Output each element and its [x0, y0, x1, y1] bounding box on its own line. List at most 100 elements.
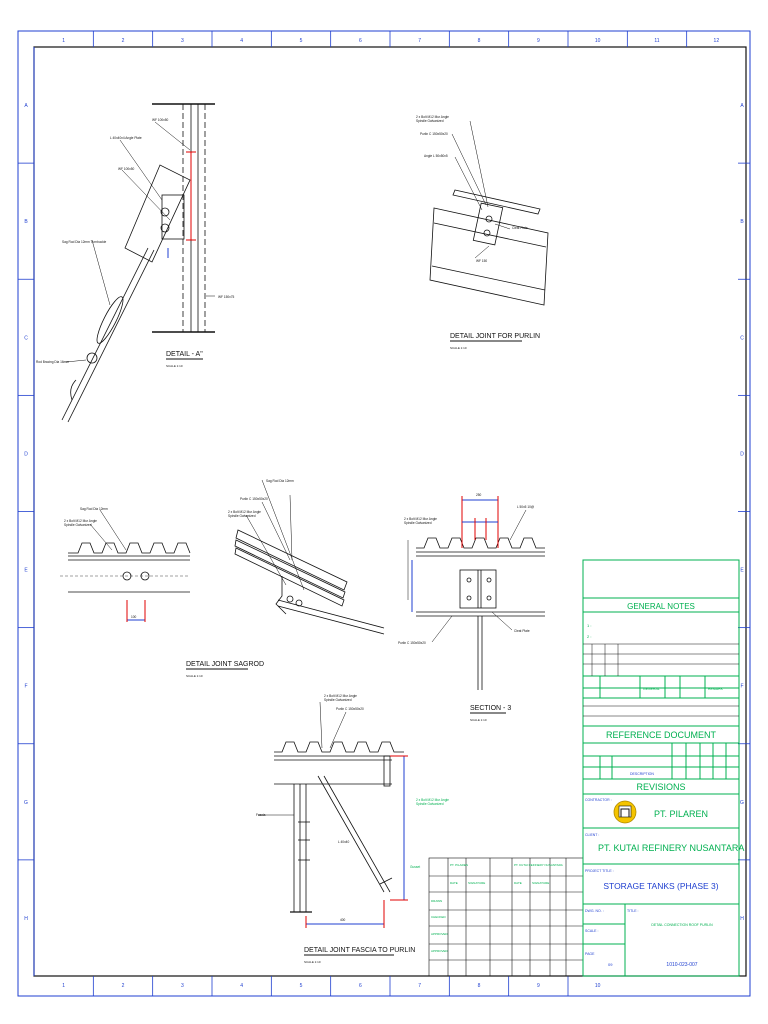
section-3-drawing — [407, 509, 545, 690]
svg-text:APPROVED: APPROVED — [431, 949, 449, 953]
svg-text:Purlin C 150x50x20: Purlin C 150x50x20 — [240, 497, 268, 501]
grid-row-right-H: H — [740, 916, 744, 922]
joint-purlin-notes: 2 x Bolt M12 Mur Angle Spindle Galvanize… — [416, 115, 528, 263]
page-label: PAGE — [585, 952, 595, 956]
grid-row-right-G: G — [740, 800, 744, 806]
joint-fascia-title: DETAIL JOINT FASCIA TO PURLIN — [304, 947, 415, 954]
svg-text:PT. PILAREN: PT. PILAREN — [450, 863, 468, 867]
grid-col-top-2: 2 — [122, 38, 125, 44]
svg-text:2 x Bolt M12 Mur Angle: 2 x Bolt M12 Mur Angle — [228, 510, 261, 514]
grid-col-top-3: 3 — [181, 38, 184, 44]
grid-col-bottom-6: 6 — [359, 983, 362, 989]
grid-col-top-6: 6 — [359, 38, 362, 44]
title-block-grid-lines — [583, 643, 739, 717]
grid-col-bottom-7: 7 — [418, 983, 421, 989]
joint-purlin-drawing — [429, 120, 549, 306]
grid-col-top-11: 11 — [654, 38, 659, 44]
svg-text:Spindle Galvanized: Spindle Galvanized — [228, 514, 256, 518]
svg-text:APPROVED: APPROVED — [431, 932, 449, 936]
grid-col-top-12: 12 — [714, 38, 720, 44]
svg-text:2 x Bolt M12 Mur Angle: 2 x Bolt M12 Mur Angle — [416, 798, 449, 802]
detail-a-scale: SCALE 1:10 — [166, 364, 183, 368]
joint-sagrod-label: DETAIL JOINT SAGROD SCALE 1:10 — [186, 661, 264, 678]
contractor-logo — [613, 800, 637, 824]
joint-fascia-notes: 2 x Bolt M12 Mur Angle Spindle Galvanize… — [256, 694, 364, 922]
svg-text:WF 150x75: WF 150x75 — [218, 295, 235, 299]
svg-text:DATE: DATE — [450, 881, 458, 885]
grid-col-bottom-8: 8 — [478, 983, 481, 989]
project-label: PROJECT TITLE : — [585, 869, 614, 873]
svg-text:100: 100 — [131, 615, 137, 619]
grid-col-top-9: 9 — [537, 38, 540, 44]
svg-text:Spindle Galvanized: Spindle Galvanized — [416, 802, 444, 806]
section-3-label: SECTION - 3 SCALE 1:10 — [470, 705, 511, 722]
svg-text:DRAWN: DRAWN — [431, 899, 442, 903]
sagrod-left-notes: Sag Rod Dia 12mm 2 x Bolt M12 Mur Angle … — [64, 507, 137, 619]
detail-a-label: DETAIL - A" SCALE 1:10 — [166, 351, 203, 368]
svg-text:Cleat Plate: Cleat Plate — [514, 629, 530, 633]
grid-col-top-8: 8 — [478, 38, 481, 44]
drawing-number: 1010-023-007 — [666, 962, 697, 968]
contractor-name: PT. PILAREN — [654, 809, 708, 819]
page-value: 09 — [608, 962, 613, 967]
scale-label: SCALE : — [585, 929, 598, 933]
svg-text:WF 150: WF 150 — [476, 259, 487, 263]
grid-col-bottom-3: 3 — [181, 983, 184, 989]
reference-document-heading: REFERENCE DOCUMENT — [606, 730, 717, 740]
note-2: 2 : — [587, 634, 591, 639]
svg-text:CHECKED: CHECKED — [431, 915, 447, 919]
approval-table — [428, 857, 584, 977]
joint-purlin-label: DETAIL JOINT FOR PURLIN SCALE 1:10 — [450, 333, 540, 350]
svg-text:Rod Bracing Dia 16mm: Rod Bracing Dia 16mm — [36, 360, 69, 364]
svg-text:Sag Rod Dia 12mm: Sag Rod Dia 12mm — [80, 507, 108, 511]
joint-purlin-title: DETAIL JOINT FOR PURLIN — [450, 333, 540, 340]
grid-col-top-4: 4 — [240, 38, 243, 44]
grid-row-left-H: H — [24, 916, 28, 922]
svg-text:Sag Rod Dia 12mm Turnbuckle: Sag Rod Dia 12mm Turnbuckle — [62, 240, 107, 244]
svg-text:Spindle Galvanized: Spindle Galvanized — [64, 523, 92, 527]
svg-text:Spindle Galvanized: Spindle Galvanized — [416, 119, 444, 123]
svg-text:Purlin C 150x50x20: Purlin C 150x50x20 — [398, 641, 426, 645]
grid-col-bottom-10: 10 — [595, 983, 601, 989]
grid-col-top-5: 5 — [300, 38, 303, 44]
grid-row-left-A: A — [24, 103, 28, 109]
grid-row-right-F: F — [740, 684, 743, 690]
joint-purlin-scale: SCALE 1:10 — [450, 346, 467, 350]
title-block — [582, 559, 740, 977]
svg-text:Spindle Galvanized: Spindle Galvanized — [324, 698, 352, 702]
grid-col-top-10: 10 — [595, 38, 601, 44]
project-name: STORAGE TANKS (PHASE 3) — [603, 881, 718, 891]
section-3-notes: 250 L 50x5 10@ 2 x Bolt M12 Mur Angle Sp… — [398, 493, 534, 645]
dwg-no-label: DWG. NO. : — [585, 909, 604, 913]
grid-col-bottom-2: 2 — [122, 983, 125, 989]
detail-a-dimensions — [167, 151, 196, 258]
detail-a-notes: WF 100x50 L 40x40x4 Angle Plate WF 100x5… — [36, 118, 235, 364]
svg-text:L 40x40x4 Angle Plate: L 40x40x4 Angle Plate — [110, 136, 142, 140]
client-name: PT. KUTAI REFINERY NUSANTARA — [598, 843, 744, 853]
title-label: TITLE : — [627, 909, 639, 913]
svg-text:WF 100x50: WF 100x50 — [118, 167, 135, 171]
grid-row-right-C: C — [740, 335, 744, 341]
general-label: GENERAL — [643, 687, 660, 691]
grid-row-right-B: B — [740, 219, 744, 225]
sagrod-left-dimension — [126, 600, 146, 622]
grid-row-left-C: C — [24, 335, 28, 341]
svg-text:Gusset: Gusset — [410, 865, 420, 869]
svg-text:Fascia: Fascia — [256, 813, 266, 817]
svg-text:400: 400 — [340, 918, 346, 922]
grid-row-right-A: A — [740, 103, 744, 109]
grid-col-bottom-9: 9 — [537, 983, 540, 989]
sagrod-elevation-left — [60, 509, 191, 593]
sagrod-isometric — [234, 479, 385, 635]
svg-text:WF 100x50: WF 100x50 — [152, 118, 169, 122]
svg-text:2 x Bolt M12 Mur Angle: 2 x Bolt M12 Mur Angle — [64, 519, 97, 523]
svg-text:L 40x40: L 40x40 — [338, 840, 349, 844]
grid-col-bottom-5: 5 — [300, 983, 303, 989]
grid-row-left-E: E — [24, 568, 28, 574]
contractor-label: CONTRACTOR : — [585, 798, 612, 802]
svg-text:Cleat Plate: Cleat Plate — [512, 226, 528, 230]
joint-sagrod-scale: SCALE 1:10 — [186, 674, 203, 678]
grid-row-right-D: D — [740, 451, 744, 457]
svg-text:PT. KUTAI REFINERY NUSANTARA: PT. KUTAI REFINERY NUSANTARA — [514, 863, 563, 867]
